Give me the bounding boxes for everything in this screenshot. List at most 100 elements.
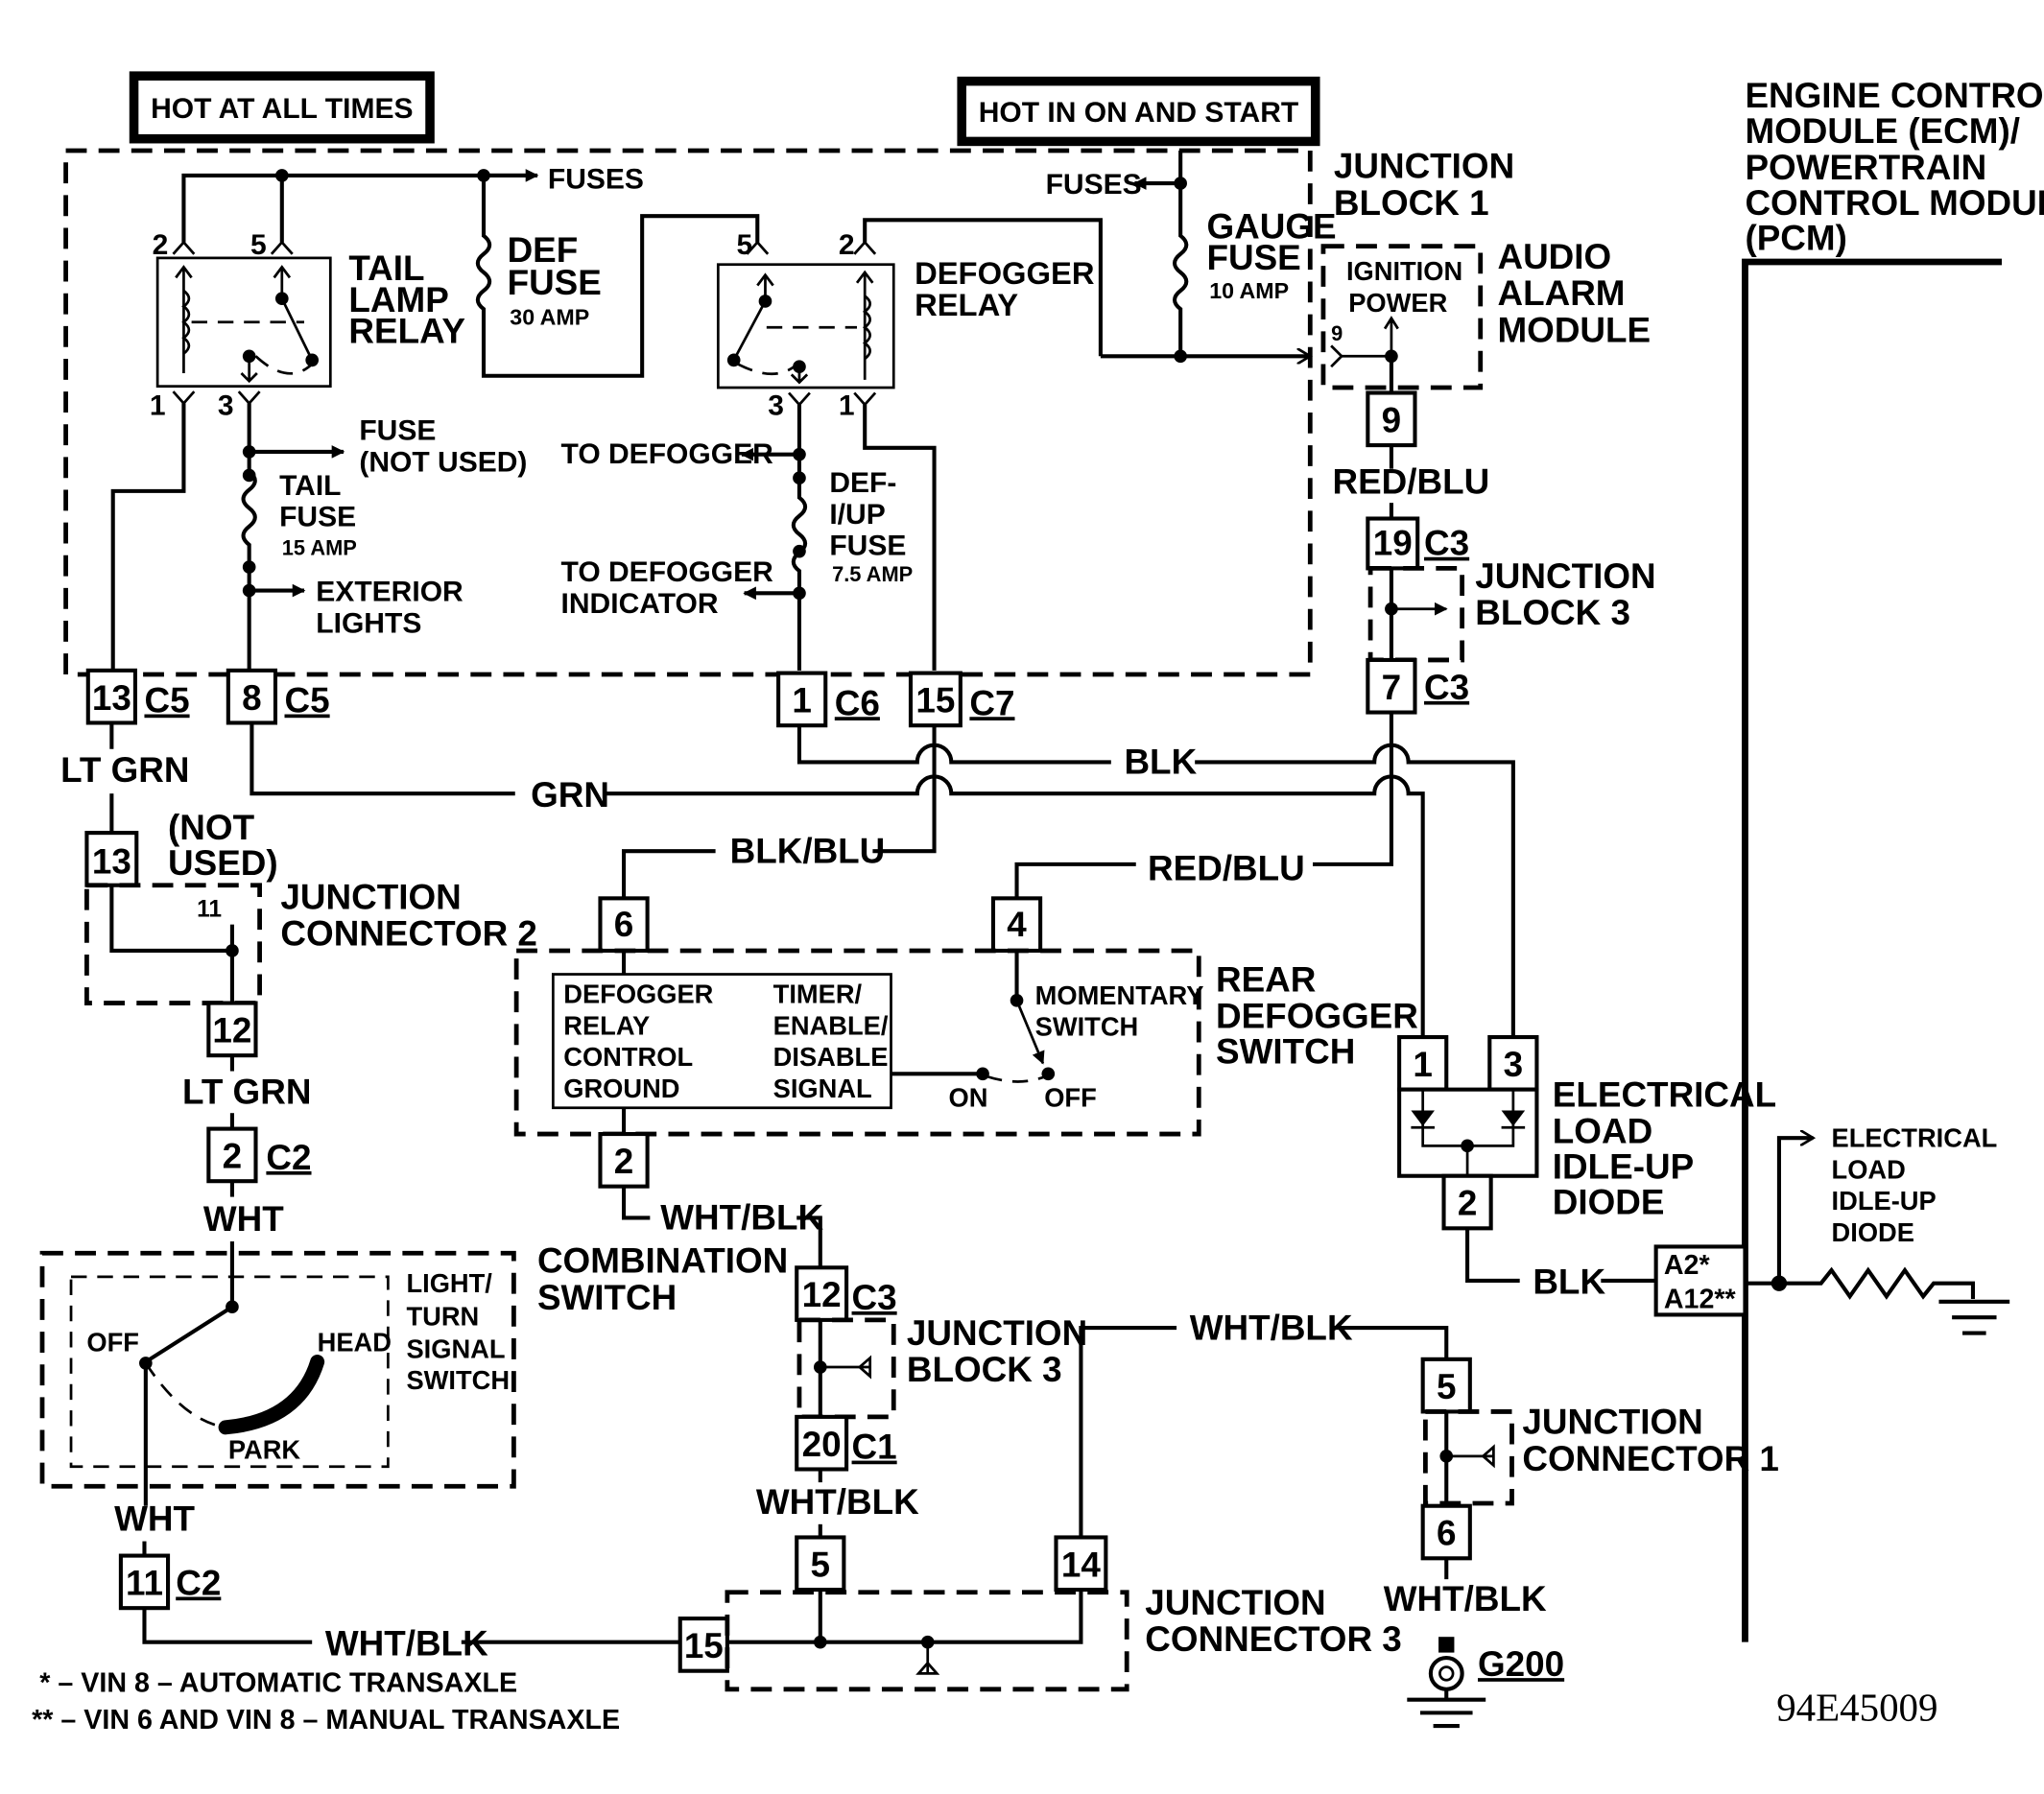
svg-text:AUDIO: AUDIO	[1497, 237, 1611, 276]
svg-text:POWERTRAIN: POWERTRAIN	[1745, 148, 1986, 187]
wire-label-red-blu-1: RED/BLU	[1332, 462, 1489, 502]
svg-text:C3: C3	[1424, 524, 1469, 563]
svg-text:SWITCH: SWITCH	[1216, 1031, 1355, 1071]
svg-text:POWER: POWER	[1348, 288, 1447, 318]
wire-label-lt-grn-2: LT GRN	[182, 1073, 311, 1112]
ground-g200: G200	[1407, 1637, 1564, 1729]
ecm-pcm: ENGINE CONTROL MODULE (ECM)/ POWERTRAIN …	[1653, 76, 2044, 1642]
svg-text:10 AMP: 10 AMP	[1209, 278, 1289, 303]
svg-text:FUSE: FUSE	[359, 415, 436, 447]
connector-11-c2: 11 C2	[118, 1553, 221, 1611]
svg-text:TAIL: TAIL	[348, 248, 424, 288]
audio-alarm-module: IGNITION POWER 9 AUDIO ALARM MODULE 9	[1320, 237, 1651, 448]
svg-text:IDLE-UP: IDLE-UP	[1832, 1186, 1937, 1216]
svg-text:BLOCK 3: BLOCK 3	[907, 1350, 1062, 1389]
junction-block-1-label-line1: JUNCTION	[1334, 147, 1514, 186]
svg-text:1: 1	[792, 681, 812, 720]
svg-text:5: 5	[1437, 1367, 1456, 1406]
svg-text:C3: C3	[852, 1278, 897, 1317]
svg-text:ENGINE CONTROL: ENGINE CONTROL	[1745, 76, 2044, 115]
svg-text:GROUND: GROUND	[563, 1074, 679, 1103]
svg-text:FUSE: FUSE	[829, 531, 906, 562]
svg-text:INDICATOR: INDICATOR	[561, 588, 719, 620]
svg-text:1: 1	[1413, 1045, 1432, 1084]
footnote-2: ** – VIN 6 AND VIN 8 – MANUAL TRANSAXLE	[32, 1705, 620, 1735]
svg-text:7.5 AMP: 7.5 AMP	[832, 562, 913, 586]
svg-text:12: 12	[212, 1011, 251, 1050]
svg-text:JUNCTION: JUNCTION	[1522, 1403, 1702, 1442]
def-fuse: DEF FUSE 30 AMP	[475, 175, 760, 378]
svg-text:1: 1	[839, 390, 855, 422]
top-bus-wire	[181, 173, 529, 243]
svg-text:I/UP: I/UP	[829, 499, 885, 531]
svg-text:9: 9	[1382, 400, 1401, 439]
svg-text:(NOT: (NOT	[168, 808, 255, 847]
connector-1-c6: 1 C6	[776, 671, 880, 728]
relay-pin1-wire	[110, 403, 186, 671]
svg-text:COMBINATION: COMBINATION	[537, 1241, 788, 1281]
svg-text:7: 7	[1382, 668, 1401, 707]
wire-label-wht-blk-2: WHT/BLK	[756, 1482, 919, 1522]
junction-connector-1: 5 JUNCTION CONNECTOR 1 6	[1420, 1357, 1779, 1561]
svg-text:C7: C7	[969, 683, 1014, 722]
svg-text:FUSE: FUSE	[279, 502, 356, 533]
svg-text:A12**: A12**	[1664, 1285, 1737, 1315]
svg-text:(NOT USED): (NOT USED)	[359, 446, 527, 478]
svg-text:DEF: DEF	[508, 230, 579, 270]
svg-text:LIGHT/: LIGHT/	[406, 1268, 492, 1298]
svg-text:RELAY: RELAY	[563, 1010, 650, 1040]
svg-text:C2: C2	[176, 1564, 221, 1603]
svg-text:OFF: OFF	[86, 1328, 139, 1357]
svg-text:9: 9	[1331, 321, 1343, 345]
wire-label-blk-2: BLK	[1533, 1263, 1605, 1302]
defogger-relay: 5 2 3 1 DEFOGGER RELAY	[716, 218, 1103, 422]
svg-text:DIODE: DIODE	[1832, 1217, 1914, 1247]
svg-text:LOAD: LOAD	[1832, 1154, 1906, 1184]
tail-fuse-circuit: FUSE (NOT USED) TAIL FUSE 15 AMP EXTERIO…	[241, 403, 527, 671]
svg-text:DEFOGGER: DEFOGGER	[915, 255, 1094, 291]
ground-icon	[1938, 1299, 2010, 1335]
svg-text:2: 2	[1458, 1184, 1478, 1223]
footnote-1: * – VIN 8 – AUTOMATIC TRANSAXLE	[39, 1668, 517, 1699]
svg-text:IDLE-UP: IDLE-UP	[1553, 1146, 1694, 1186]
svg-text:C5: C5	[144, 681, 189, 720]
svg-text:USED): USED)	[168, 843, 278, 883]
svg-text:CONNECTOR 3: CONNECTOR 3	[1145, 1619, 1402, 1659]
connector-8-c5: 8 C5	[226, 668, 330, 725]
hot-in-on-start-header: HOT IN ON AND START	[957, 76, 1320, 147]
svg-text:REAR: REAR	[1216, 959, 1316, 999]
diagram-code: 94E45009	[1776, 1687, 1937, 1730]
svg-text:13: 13	[92, 678, 131, 718]
connector-2-c2: 2 C2	[206, 1126, 312, 1184]
svg-text:HOT AT ALL TIMES: HOT AT ALL TIMES	[151, 93, 413, 125]
svg-text:SWITCH: SWITCH	[537, 1278, 677, 1317]
svg-text:6: 6	[1437, 1514, 1456, 1553]
svg-text:JUNCTION: JUNCTION	[1475, 556, 1655, 596]
svg-text:(PCM): (PCM)	[1745, 219, 1846, 258]
svg-text:TO DEFOGGER: TO DEFOGGER	[561, 438, 774, 470]
svg-text:ENABLE/: ENABLE/	[773, 1010, 889, 1040]
svg-text:3: 3	[1504, 1045, 1524, 1084]
svg-text:19: 19	[1373, 524, 1413, 563]
svg-text:OFF: OFF	[1044, 1082, 1097, 1112]
svg-text:3: 3	[218, 390, 234, 422]
svg-text:ALARM: ALARM	[1497, 273, 1625, 313]
svg-text:15: 15	[915, 681, 955, 720]
svg-text:FUSES: FUSES	[1046, 169, 1142, 201]
gauge-fuse: FUSES GAUGE FUSE 10 AMP	[1046, 150, 1337, 363]
svg-text:CONTROL: CONTROL	[563, 1042, 693, 1072]
svg-text:LAMP: LAMP	[348, 280, 448, 319]
svg-text:C1: C1	[852, 1428, 897, 1467]
svg-text:CONNECTOR 1: CONNECTOR 1	[1522, 1439, 1779, 1478]
tail-lamp-relay: 2 5 1 3 TAIL LAMP RELAY	[150, 229, 465, 422]
svg-text:HEAD: HEAD	[318, 1328, 392, 1357]
wire-label-lt-grn-1: LT GRN	[60, 750, 189, 790]
svg-text:2: 2	[223, 1137, 243, 1176]
svg-text:15 AMP: 15 AMP	[282, 536, 357, 560]
wire-label-wht-blk-1: WHT/BLK	[660, 1198, 823, 1238]
svg-text:FUSE: FUSE	[508, 263, 602, 302]
svg-text:C2: C2	[266, 1138, 311, 1177]
wire-label-grn: GRN	[531, 775, 609, 814]
svg-text:SWITCH: SWITCH	[1035, 1012, 1139, 1042]
